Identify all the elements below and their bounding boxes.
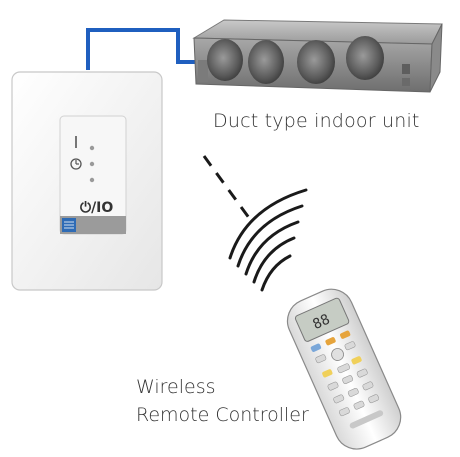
connection-cable — [86, 28, 200, 70]
remote-display: 88 — [311, 312, 333, 333]
signal-waves — [228, 188, 308, 292]
duct-indoor-unit — [192, 19, 443, 93]
wireless-remote: 88 — [286, 288, 402, 450]
remote-label-line1: Wireless — [136, 376, 216, 398]
remote-label-line2: Remote Controller — [136, 404, 309, 426]
fan-outlet — [248, 40, 284, 84]
fan-outlet — [297, 40, 335, 84]
indoor-unit-label: Duct type indoor unit — [213, 110, 420, 132]
wall-receiver-unit — [11, 71, 163, 291]
power-symbol[interactable]: ⏻/IO — [80, 200, 113, 216]
fan-outlet — [346, 36, 384, 80]
ir-signal-path — [202, 155, 254, 223]
fan-outlet — [207, 39, 243, 81]
